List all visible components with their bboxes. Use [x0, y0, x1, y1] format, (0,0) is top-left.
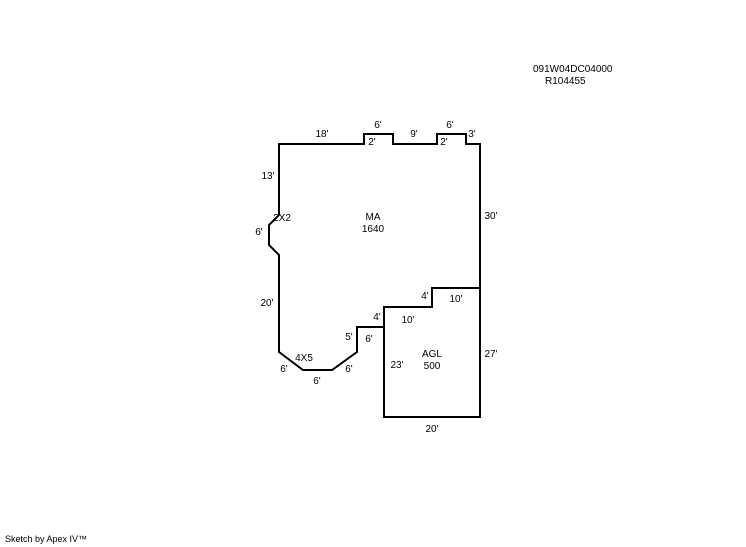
dim-bump1-width: 6'	[374, 120, 382, 131]
record-number: R104455	[545, 76, 586, 87]
dim-top-right-run: 3'	[468, 129, 476, 140]
dim-garage-left: 23'	[390, 360, 403, 371]
dim-bottom-run: 6'	[313, 376, 321, 387]
dim-garage-top-right: 10'	[449, 294, 462, 305]
dim-garage-top-left: 10'	[401, 315, 414, 326]
garage-outline	[383, 287, 481, 418]
dim-chamfer-left: 2X2	[273, 213, 291, 224]
dim-bump2-depth: 2'	[440, 137, 448, 148]
main-area-code: MA	[366, 212, 381, 223]
dim-garage-right: 27'	[484, 349, 497, 360]
dim-top-left-run: 18'	[315, 129, 328, 140]
main-area-outline	[268, 133, 481, 371]
garage-area-sqft: 500	[424, 361, 441, 372]
dim-left-upper: 13'	[261, 171, 274, 182]
dim-garage-step-small: 4'	[373, 312, 381, 323]
dim-left-lower: 20'	[260, 298, 273, 309]
dim-left-jog: 6'	[255, 227, 263, 238]
dim-step-vert: 6'	[365, 334, 373, 345]
dim-bottom-right-diag: 6'	[345, 364, 353, 375]
dim-top-mid-run: 9'	[410, 129, 418, 140]
dim-bump1-depth: 2'	[368, 137, 376, 148]
parcel-id: 091W04DC04000	[533, 64, 613, 75]
dim-bottom-left-diag: 6'	[280, 364, 288, 375]
dim-step-horiz: 5'	[345, 332, 353, 343]
dim-garage-bottom: 20'	[425, 424, 438, 435]
dim-chamfer-bottom: 4X5	[295, 353, 313, 364]
sketch-credit: Sketch by Apex IV™	[5, 534, 88, 544]
dim-garage-step-small-horiz: 4'	[421, 291, 429, 302]
garage-area-code: AGL	[422, 349, 442, 360]
dim-right-upper: 30'	[484, 211, 497, 222]
dim-bump2-width: 6'	[446, 120, 454, 131]
main-area-sqft: 1640	[362, 224, 385, 235]
